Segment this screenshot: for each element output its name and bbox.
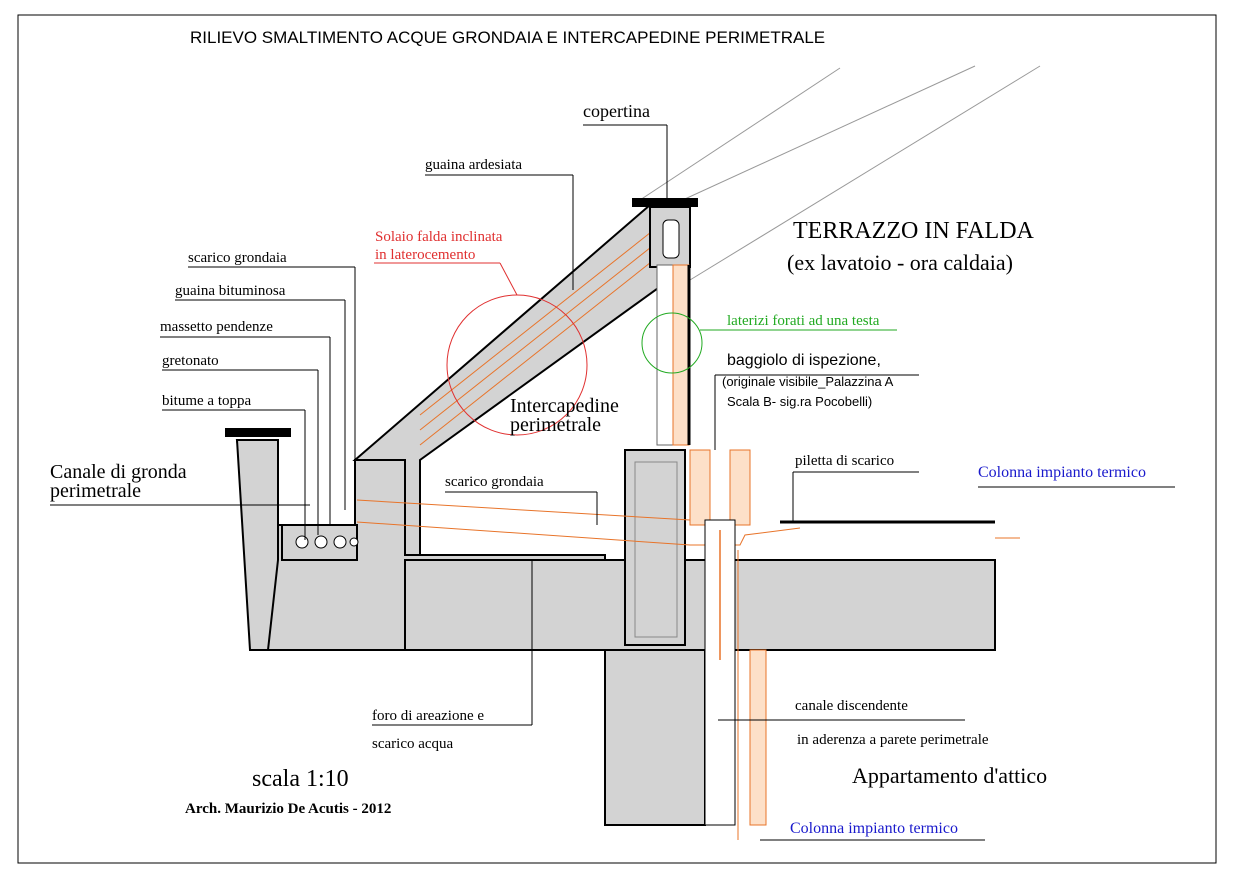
label-piletta: piletta di scarico (795, 453, 894, 469)
heading-line1: TERRAZZO IN FALDA (793, 218, 1035, 244)
label-canale-2: perimetrale (50, 480, 141, 502)
brick-wall (656, 264, 691, 446)
heading-line2: (ex lavatoio - ora caldaia) (787, 250, 1013, 275)
label-canale-1: Canale di gronda (50, 461, 187, 483)
label-scala: scala 1:10 (252, 766, 349, 792)
roof-lines (639, 65, 1041, 281)
copertina-cap (632, 198, 698, 207)
label-copertina: copertina (583, 101, 650, 121)
label-massetto: massetto pendenze (160, 319, 273, 335)
label-author: Arch. Maurizio De Acutis - 2012 (185, 801, 391, 817)
gutter (225, 428, 359, 651)
label-foro-2: scarico acqua (372, 736, 454, 752)
coping-void (662, 219, 680, 259)
gretonato-holes (295, 535, 359, 549)
label-guaina-ardesiata: guaina ardesiata (425, 157, 522, 173)
label-solaio-1: Solaio falda inclinata (375, 229, 503, 245)
lower-brick-column (749, 649, 767, 826)
label-canale-disc-2: in aderenza a parete perimetrale (797, 732, 989, 748)
drawing-frame (17, 14, 1217, 864)
label-appartamento: Appartamento d'attico (852, 763, 1047, 788)
gutter-cap (225, 428, 291, 437)
drawing-title: RILIEVO SMALTIMENTO ACQUE GRONDAIA E INT… (190, 28, 825, 47)
label-bitume: bitume a toppa (162, 393, 251, 409)
label-colonna-right: Colonna impianto termico (978, 464, 1146, 481)
label-gretonato: gretonato (162, 353, 219, 369)
label-solaio-2: in laterocemento (375, 247, 475, 263)
label-intercapedine-1: Intercapedine (510, 395, 619, 417)
label-scarico-grondaia-mid: scarico grondaia (445, 474, 544, 490)
label-canale-disc-1: canale discendente (795, 698, 908, 714)
label-foro-1: foro di areazione e (372, 708, 484, 724)
label-guaina-bituminosa: guaina bituminosa (175, 283, 286, 299)
label-baggiolo-2: (originale visibile_Palazzina A (722, 374, 894, 389)
label-baggiolo-1: baggiolo di ispezione, (727, 352, 881, 369)
column-rebar (634, 461, 678, 638)
label-laterizi: laterizi forati ad una testa (727, 313, 880, 329)
label-baggiolo-3: Scala B- sig.ra Pocobelli) (727, 394, 872, 409)
laterizi-circle (641, 312, 703, 374)
label-scarico-grondaia-top: scarico grondaia (188, 250, 287, 266)
label-colonna-bottom: Colonna impianto termico (790, 820, 958, 837)
baggiolo (689, 449, 751, 526)
leader-lines (50, 124, 1175, 841)
label-intercapedine-2: perimetrale (510, 414, 601, 436)
floor-slab (235, 439, 996, 826)
